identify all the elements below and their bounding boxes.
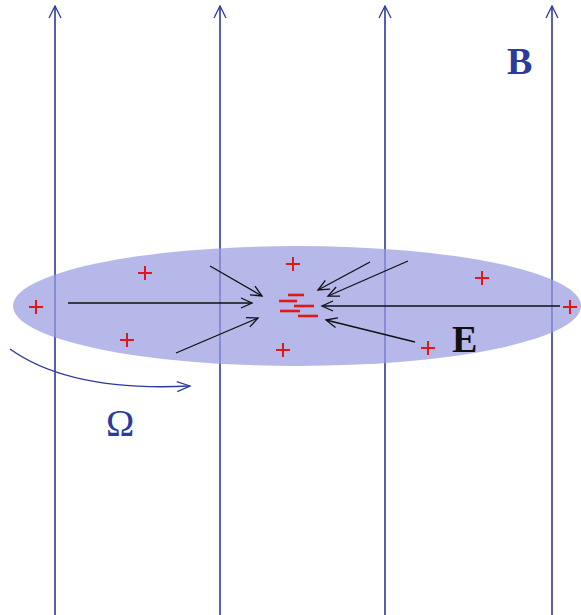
rotation-label: Ω: [106, 404, 134, 442]
positive-charges: [29, 257, 577, 357]
electric-field-arrows: [68, 261, 560, 353]
field-label: B: [507, 42, 532, 80]
field-label: E: [452, 320, 477, 358]
charged-disk: [13, 246, 581, 366]
negative-charges: [279, 295, 318, 316]
rotation-arrow: [10, 349, 190, 387]
